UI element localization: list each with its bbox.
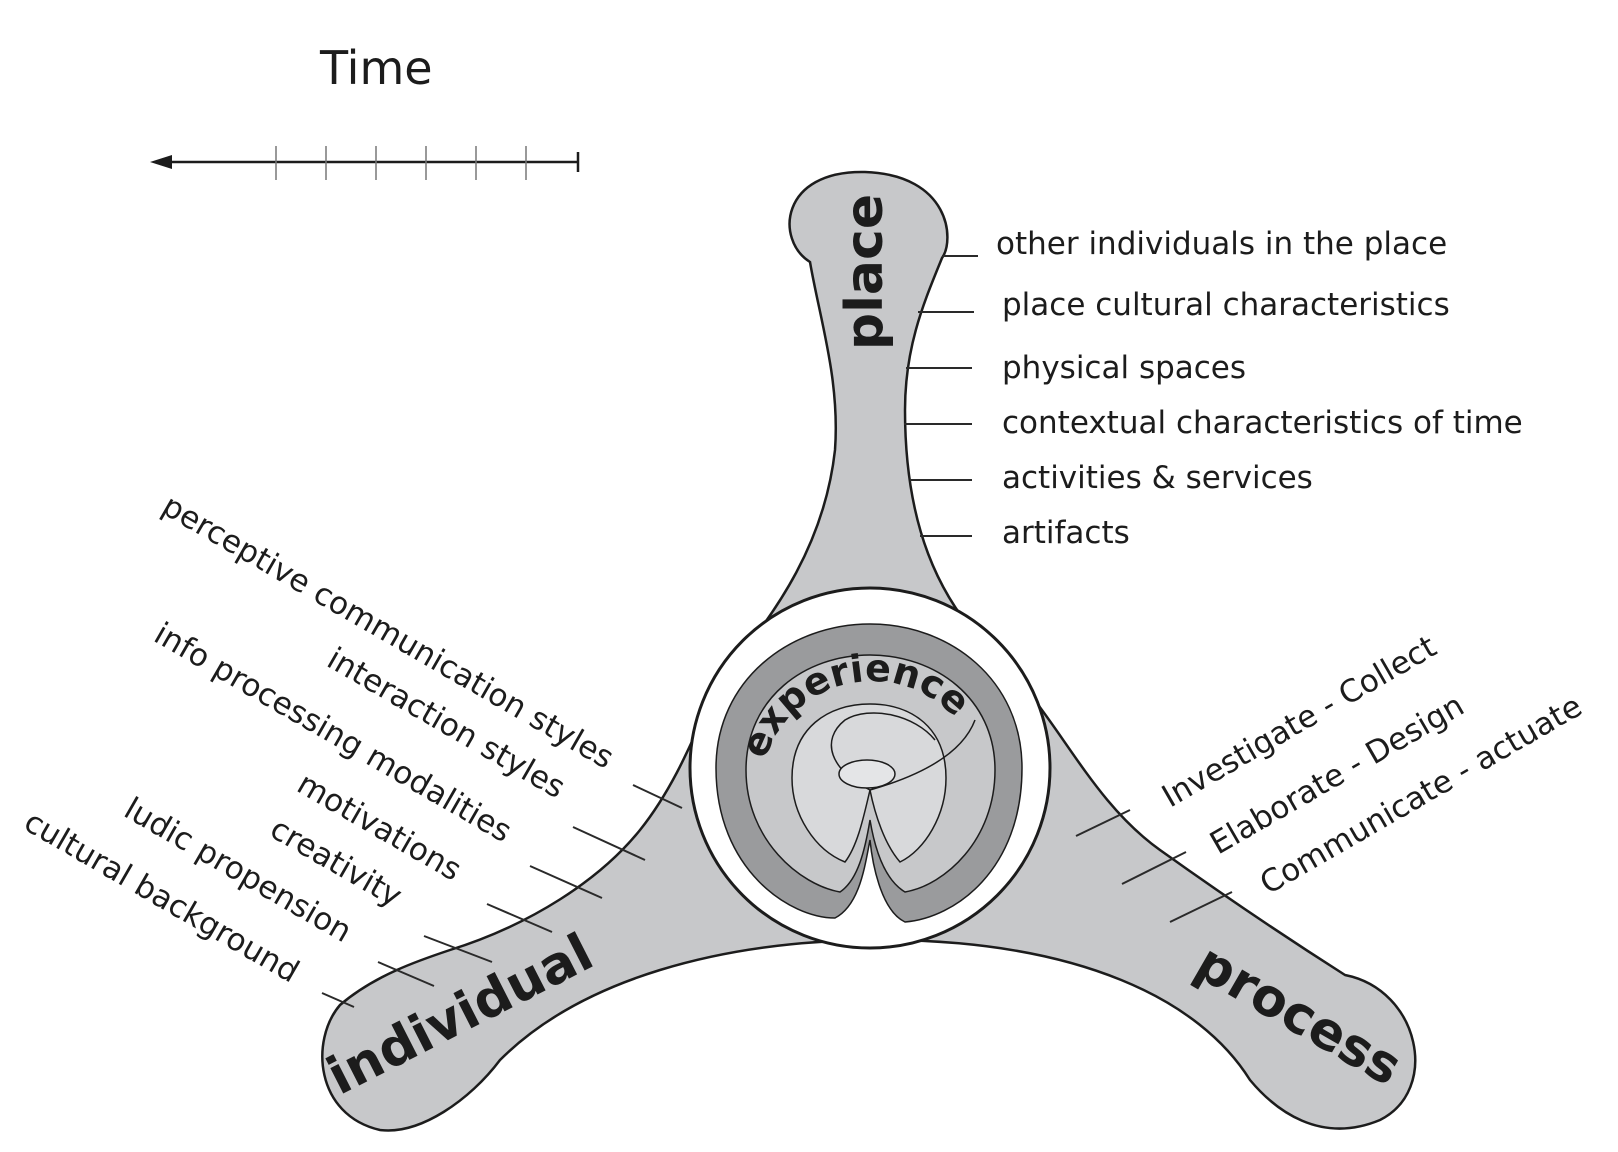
time-axis-ticks bbox=[275, 146, 527, 180]
individual-factor-leader bbox=[377, 961, 435, 987]
individual-factor-leader bbox=[632, 784, 683, 809]
place-factor: artifacts bbox=[1002, 515, 1130, 551]
experience-center-ellipse bbox=[838, 759, 896, 789]
experience-core: experience bbox=[688, 586, 1052, 950]
process-phase-leader bbox=[1169, 891, 1233, 923]
place-factor: activities & services bbox=[1002, 460, 1313, 496]
time-label: Time bbox=[319, 41, 433, 95]
individual-factor-leader bbox=[529, 865, 603, 899]
individual-factor-leader bbox=[321, 992, 355, 1008]
place-hub-label: place bbox=[835, 194, 895, 350]
individual-factor-leader bbox=[486, 903, 553, 933]
process-phase-leader bbox=[1075, 809, 1131, 837]
process-phase-leader bbox=[1121, 851, 1187, 885]
individual-factor-leader bbox=[572, 826, 646, 861]
individual-factor: perceptive communication styles bbox=[156, 488, 620, 777]
place-factor: contextual characteristics of time bbox=[1002, 405, 1523, 441]
time-axis: Time bbox=[150, 41, 580, 180]
place-factor: other individuals in the place bbox=[996, 226, 1447, 262]
place-factor-list: other individuals in the place place cul… bbox=[904, 226, 1523, 551]
individual-factor-leader bbox=[423, 935, 493, 963]
place-factor: physical spaces bbox=[1002, 350, 1246, 386]
place-factor: place cultural characteristics bbox=[1002, 287, 1450, 323]
time-arrow-head-icon bbox=[150, 155, 172, 169]
